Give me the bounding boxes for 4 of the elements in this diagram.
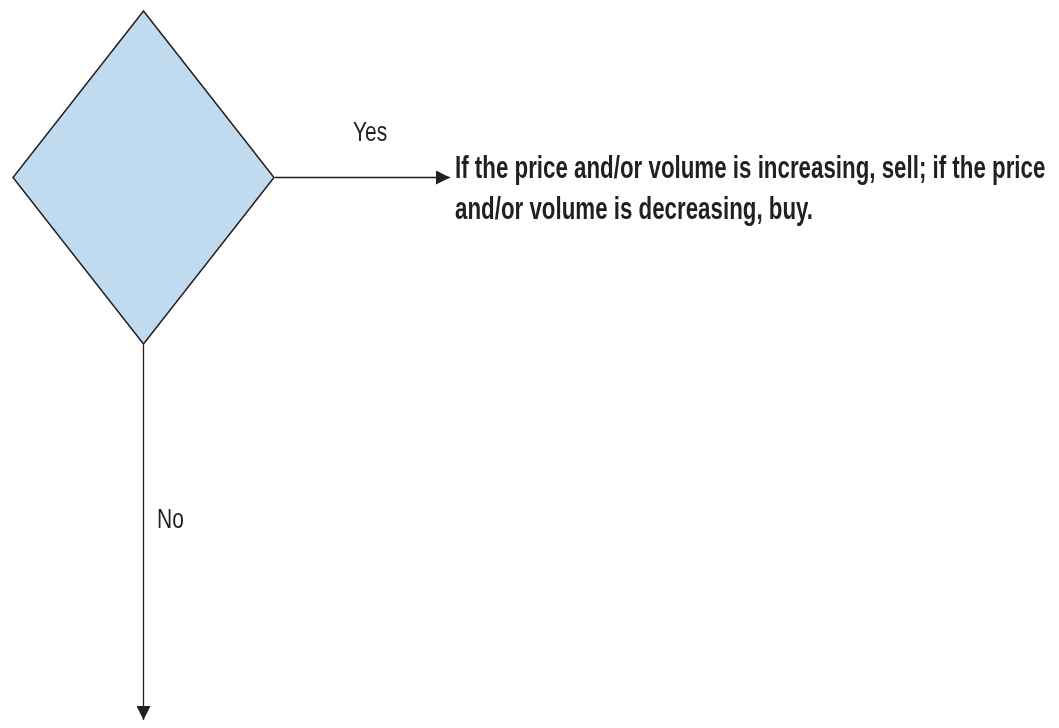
action-text: If the price and/or volume is increasing, sell; if the price and/or volume is decreasing, buy. <box>455 149 1047 228</box>
arrow <box>136 344 151 721</box>
decision-diamond <box>12 10 275 345</box>
arrow <box>274 170 451 185</box>
